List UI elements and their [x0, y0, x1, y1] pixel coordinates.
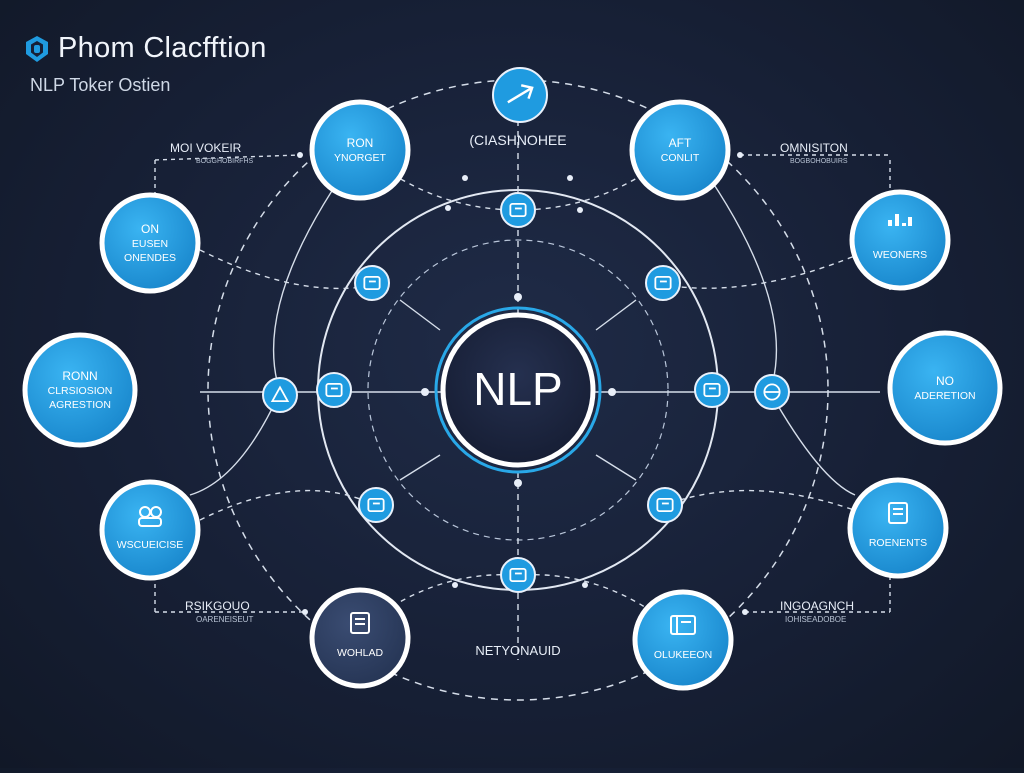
node-label: WOHLAD [337, 647, 384, 659]
node-label: RON [347, 136, 374, 150]
badges-layer [262, 67, 790, 593]
image-icon[interactable] [354, 265, 390, 301]
header: Phom Clacfftion NLP Toker Ostien [24, 32, 267, 96]
node-label: RONN [62, 369, 97, 383]
node-left-lower[interactable]: WSCUEICISE [99, 479, 201, 581]
card-icon [670, 615, 696, 635]
page-title: Phom Clacfftion [58, 32, 267, 64]
card-icon[interactable] [694, 372, 730, 408]
node-label: YNORGET [334, 152, 387, 164]
label-bottom-left-sub: OARENEISEUT [196, 615, 253, 624]
label-top-left-main: MOI VOKEIR [170, 141, 242, 155]
label-bottom-center: NETYONAUID [475, 643, 560, 658]
node-circle [849, 189, 951, 291]
code-icon[interactable] [500, 557, 536, 593]
node-circle [99, 479, 201, 581]
node-circle [99, 192, 201, 294]
node-label: CONLIT [661, 152, 700, 164]
node-label: AFT [669, 136, 692, 150]
page-subtitle: NLP Toker Ostien [30, 75, 171, 95]
node-label: ONENDES [124, 252, 176, 264]
node-circle [309, 587, 411, 689]
node-circle [887, 330, 1003, 446]
globe-icon[interactable] [754, 374, 790, 410]
node-label: OLUKEEON [654, 649, 712, 661]
node-left-mid[interactable]: RONN CLRSIOSION AGRESTION [22, 332, 138, 448]
label-top-left-sub: BOGGHOBIRFHS [196, 158, 254, 165]
node-bottom-left[interactable]: WOHLAD [309, 587, 411, 689]
node-bottom-right[interactable]: OLUKEEON [632, 589, 734, 691]
center-label: NLP [473, 363, 562, 415]
node-circle [847, 477, 949, 579]
people-icon [138, 506, 162, 527]
arrow-icon[interactable] [492, 67, 548, 123]
node-left-upper[interactable]: ON EUSEN ONENDES [99, 192, 201, 294]
warning-icon[interactable] [262, 377, 298, 413]
node-circle [22, 332, 138, 448]
node-label: ROENENTS [869, 537, 927, 549]
node-right-mid[interactable]: NO ADERETION [887, 330, 1003, 446]
node-right-lower[interactable]: ROENENTS [847, 477, 949, 579]
book-icon[interactable] [645, 265, 681, 301]
node-label: AGRESTION [49, 399, 111, 411]
node-label: CLRSIOSION [48, 385, 113, 397]
node-label: ON [141, 222, 159, 236]
message-icon[interactable] [500, 192, 536, 228]
node-label: ADERETION [914, 390, 975, 402]
connector-dots [297, 152, 748, 615]
text-labels: MOI VOKEIR BOGGHOBIRFHS (CIASHNOHEE OMNI… [170, 132, 854, 658]
label-top-right-main: OMNISITON [780, 141, 848, 155]
node-top-left[interactable]: RON YNORGET [309, 99, 411, 201]
node-circle [632, 589, 734, 691]
chart-icon [888, 214, 912, 226]
node-label: NO [936, 374, 954, 388]
doc-icon [350, 612, 370, 634]
shield-logo-icon [26, 35, 48, 62]
node-top-right[interactable]: AFT CONLIT [629, 99, 731, 201]
label-bottom-left-main: RSIKGOUO [185, 599, 250, 613]
title-row: Phom Clacfftion [24, 32, 267, 65]
users-icon[interactable] [358, 487, 394, 523]
flag-icon[interactable] [647, 487, 683, 523]
node-circle [309, 99, 411, 201]
nodes-layer: RON YNORGET AFT CONLIT ON EUSEN ONENDES WEONERS… [22, 99, 1003, 691]
label-top-center: (CIASHNOHEE [469, 132, 566, 148]
label-bottom-right-sub: IOHISEADOBOE [785, 615, 846, 624]
label-bottom-right-main: INGOAGNCH [780, 599, 854, 613]
chart-icon[interactable] [316, 372, 352, 408]
node-circle [629, 99, 731, 201]
center-node[interactable]: NLP [434, 306, 602, 474]
node-label: WEONERS [873, 249, 927, 261]
node-label: EUSEN [132, 238, 168, 250]
node-label: WSCUEICISE [117, 539, 184, 551]
doc-icon [888, 502, 908, 524]
node-right-upper[interactable]: WEONERS [849, 189, 951, 291]
label-top-right-sub: BOGBOHOBUIRS [790, 158, 848, 165]
